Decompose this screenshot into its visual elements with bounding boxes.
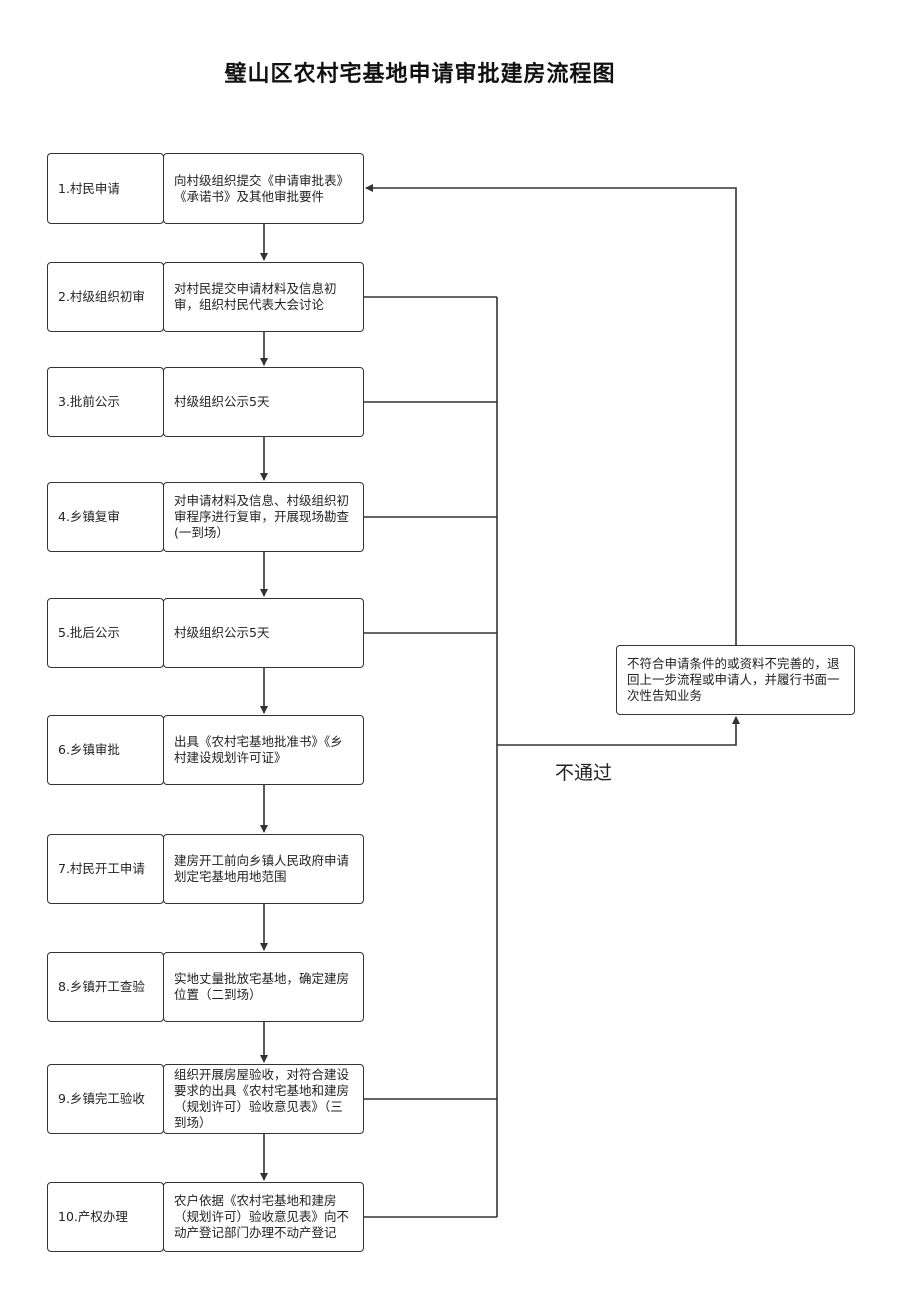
step-5-description-text: 村级组织公示5天 <box>174 625 270 640</box>
step-10-description-text: 农户依据《农村宅基地和建房（规划许可）验收意见表》向不动产登记部门办理不动产登记 <box>174 1193 350 1240</box>
step-1-label: 1.村民申请 <box>47 153 164 224</box>
step-9-label: 9.乡镇完工验收 <box>47 1064 164 1134</box>
reject-notice-box: 不符合申请条件的或资料不完善的，退回上一步流程或申请人，并履行书面一次性告知业务 <box>616 645 855 715</box>
step-3-label: 3.批前公示 <box>47 367 164 437</box>
step-8-description-text: 实地丈量批放宅基地，确定建房位置（二到场） <box>174 971 350 1002</box>
fail-label: 不通过 <box>555 762 613 784</box>
step-2-label: 2.村级组织初审 <box>47 262 164 332</box>
step-3-label-text: 3.批前公示 <box>58 394 120 409</box>
step-6-description-text: 出具《农村宅基地批准书》《乡村建设规划许可证》 <box>174 734 343 765</box>
step-3-description-text: 村级组织公示5天 <box>174 394 270 409</box>
step-4-description-text: 对申请材料及信息、村级组织初审程序进行复审，开展现场勘查(一到场） <box>174 493 350 540</box>
step-6-label: 6.乡镇审批 <box>47 715 164 785</box>
step-10-label-text: 10.产权办理 <box>58 1209 128 1224</box>
step-10-description: 农户依据《农村宅基地和建房（规划许可）验收意见表》向不动产登记部门办理不动产登记 <box>163 1182 364 1252</box>
step-1-label-text: 1.村民申请 <box>58 180 120 196</box>
step-8-description: 实地丈量批放宅基地，确定建房位置（二到场） <box>163 952 364 1022</box>
step-5-label-text: 5.批后公示 <box>58 625 120 640</box>
step-4-label-text: 4.乡镇复审 <box>58 509 120 524</box>
step-10-label: 10.产权办理 <box>47 1182 164 1252</box>
reject-notice-text: 不符合申请条件的或资料不完善的，退回上一步流程或申请人，并履行书面一次性告知业务 <box>627 656 840 703</box>
step-7-label-text: 7.村民开工申请 <box>58 861 145 876</box>
step-2-description-text: 对村民提交申请材料及信息初审，组织村民代表大会讨论 <box>174 281 337 312</box>
step-2-description: 对村民提交申请材料及信息初审，组织村民代表大会讨论 <box>163 262 364 332</box>
step-4-label: 4.乡镇复审 <box>47 482 164 552</box>
step-3-description: 村级组织公示5天 <box>163 367 364 437</box>
step-7-description-text: 建房开工前向乡镇人民政府申请划定宅基地用地范围 <box>174 853 350 884</box>
page-title: 璧山区农村宅基地申请审批建房流程图 <box>224 62 616 87</box>
step-2-label-text: 2.村级组织初审 <box>58 289 145 304</box>
step-9-description: 组织开展房屋验收，对符合建设要求的出具《农村宅基地和建房（规划许可）验收意见表》… <box>163 1064 364 1134</box>
step-8-label-text: 8.乡镇开工查验 <box>58 979 145 994</box>
step-7-label: 7.村民开工申请 <box>47 834 164 904</box>
step-5-description: 村级组织公示5天 <box>163 598 364 668</box>
step-1-description-text: 向村级组织提交《申请审批表》《承诺书》及其他审批要件 <box>174 172 350 204</box>
step-6-label-text: 6.乡镇审批 <box>58 742 120 757</box>
step-5-label: 5.批后公示 <box>47 598 164 668</box>
step-6-description: 出具《农村宅基地批准书》《乡村建设规划许可证》 <box>163 715 364 785</box>
step-1-description: 向村级组织提交《申请审批表》《承诺书》及其他审批要件 <box>163 153 364 224</box>
step-9-description-text: 组织开展房屋验收，对符合建设要求的出具《农村宅基地和建房（规划许可）验收意见表》… <box>174 1067 350 1130</box>
step-8-label: 8.乡镇开工查验 <box>47 952 164 1022</box>
step-4-description: 对申请材料及信息、村级组织初审程序进行复审，开展现场勘查(一到场） <box>163 482 364 552</box>
arrow-to-reject <box>497 716 740 746</box>
arrow-return-step1 <box>365 184 737 645</box>
step-7-description: 建房开工前向乡镇人民政府申请划定宅基地用地范围 <box>163 834 364 904</box>
step-9-label-text: 9.乡镇完工验收 <box>58 1091 145 1106</box>
